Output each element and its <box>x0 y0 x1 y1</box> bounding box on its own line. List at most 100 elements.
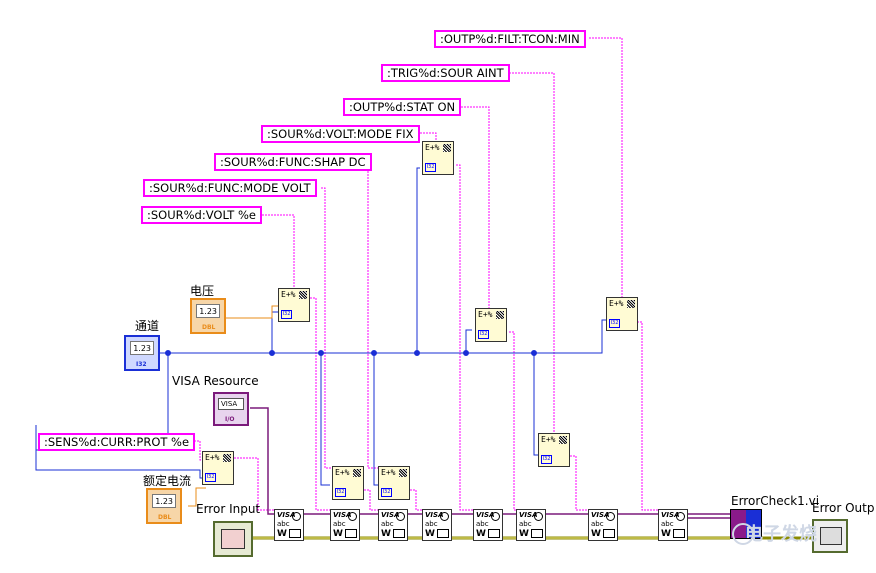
format-node-func-shap[interactable]: E+%I32 <box>378 466 410 500</box>
channel-control[interactable]: 1.23 I32 <box>124 335 160 371</box>
wire-ch-6 <box>533 353 538 456</box>
format-glyph: E+% <box>205 453 220 462</box>
disk-icon <box>603 529 615 538</box>
wire-visa <box>250 407 730 515</box>
disk-icon <box>289 529 301 538</box>
disk-icon <box>531 529 543 538</box>
visa-glyph: VISA <box>381 511 400 519</box>
visa-glyph: VISA <box>661 511 680 519</box>
label-visa-resource: VISA Resource <box>172 374 259 388</box>
write-glyph: W <box>277 529 287 539</box>
write-glyph: W <box>519 529 529 539</box>
format-node-filt[interactable]: E+%I32 <box>606 297 638 331</box>
format-node-volt-mode[interactable]: E+%I32 <box>422 141 454 175</box>
wire-ch-5 <box>465 329 472 353</box>
wire-sens-curr-out <box>234 457 274 511</box>
i32-tag: I32 <box>136 361 147 368</box>
format-node-sens[interactable]: E+% I32 <box>202 451 234 485</box>
error-cluster-icon <box>221 529 245 549</box>
wire-filt-tcon-out <box>637 321 660 511</box>
visa-resource-value: VISA <box>218 398 244 410</box>
format-node-outp-stat[interactable]: E+%I32 <box>475 308 507 342</box>
label-voltage: 电压 <box>190 284 215 298</box>
error-input-control[interactable] <box>213 521 253 557</box>
disk-icon <box>673 529 685 538</box>
format-grid-icon <box>223 454 231 462</box>
format-grid-icon <box>627 300 635 308</box>
format-node-volt[interactable]: E+% I32 <box>278 288 310 322</box>
channel-value: 1.23 <box>130 341 154 355</box>
wire-func-mode-out <box>364 489 378 511</box>
const-func-mode[interactable]: :SOUR%d:FUNC:MODE VOLT <box>143 179 317 197</box>
format-node-func-mode[interactable]: E+% I32 <box>332 466 364 500</box>
clock-icon <box>606 512 615 521</box>
visa-glyph: VISA <box>591 511 610 519</box>
wire-rated-current <box>188 487 206 507</box>
visa-glyph: VISA <box>519 511 538 519</box>
i32-tag: I32 <box>335 488 346 497</box>
format-glyph: E+% <box>335 468 350 477</box>
disk-icon <box>393 529 405 538</box>
format-grid-icon <box>496 311 504 319</box>
format-grid-icon <box>353 469 361 477</box>
abc-glyph: abc <box>476 520 489 528</box>
format-grid-icon <box>299 291 307 299</box>
voltage-value: 1.23 <box>196 304 220 318</box>
i32-tag: I32 <box>281 310 292 319</box>
const-outp-stat[interactable]: :OUTP%d:STAT ON <box>343 98 462 116</box>
i32-tag: I32 <box>609 319 620 328</box>
const-sens-curr[interactable]: :SENS%d:CURR:PROT %e <box>38 433 196 451</box>
visa-resource-control[interactable]: VISA I/O <box>213 392 249 426</box>
write-glyph: W <box>333 529 343 539</box>
wire-channel-bus <box>158 319 606 354</box>
format-node-trig[interactable]: E+%I32 <box>538 433 570 467</box>
abc-glyph: abc <box>425 520 438 528</box>
wire-voltage <box>226 305 278 319</box>
error-output-indicator <box>812 519 848 553</box>
wire-filt-tcon <box>589 37 626 301</box>
i32-tag: I32 <box>478 330 489 339</box>
wire-func-mode <box>321 187 335 469</box>
format-grid-icon <box>399 469 407 477</box>
i32-tag: I32 <box>205 473 216 482</box>
wire-ch-4 <box>416 167 420 353</box>
format-glyph: E+% <box>381 468 396 477</box>
format-grid-icon <box>443 144 451 152</box>
format-grid-icon <box>559 436 567 444</box>
abc-glyph: abc <box>519 520 532 528</box>
abc-glyph: abc <box>591 520 604 528</box>
wire-volt-e-out <box>310 297 330 511</box>
write-glyph: W <box>425 529 435 539</box>
wire-trig-out <box>570 455 590 511</box>
const-volt-e[interactable]: :SOUR%d:VOLT %e <box>141 206 262 224</box>
label-error-output: Error Outp <box>812 501 875 515</box>
disk-icon <box>488 529 500 538</box>
rated-current-control[interactable]: 1.23 DBL <box>146 488 182 524</box>
label-rated-current: 额定电流 <box>143 474 192 488</box>
abc-glyph: abc <box>333 520 346 528</box>
format-glyph: E+% <box>541 435 556 444</box>
write-glyph: W <box>591 529 601 539</box>
label-errorcheck: ErrorCheck1.vi <box>731 494 820 508</box>
io-tag: I/O <box>225 416 235 423</box>
visa-glyph: VISA <box>333 511 352 519</box>
wire-ch-2 <box>320 353 330 486</box>
const-filt-tcon[interactable]: :OUTP%d:FILT:TCON:MIN <box>434 30 586 48</box>
format-glyph: E+% <box>281 290 296 299</box>
visa-glyph: VISA <box>277 511 296 519</box>
const-volt-mode[interactable]: :SOUR%d:VOLT:MODE FIX <box>261 125 420 143</box>
clock-icon <box>676 512 685 521</box>
voltage-control[interactable]: 1.23 DBL <box>190 298 226 334</box>
const-trig-sour[interactable]: :TRIG%d:SOUR AINT <box>381 64 510 82</box>
wire-volt-mode-out <box>456 164 476 511</box>
error-cluster-icon <box>820 527 842 545</box>
const-func-shap[interactable]: :SOUR%d:FUNC:SHAP DC <box>214 153 372 171</box>
